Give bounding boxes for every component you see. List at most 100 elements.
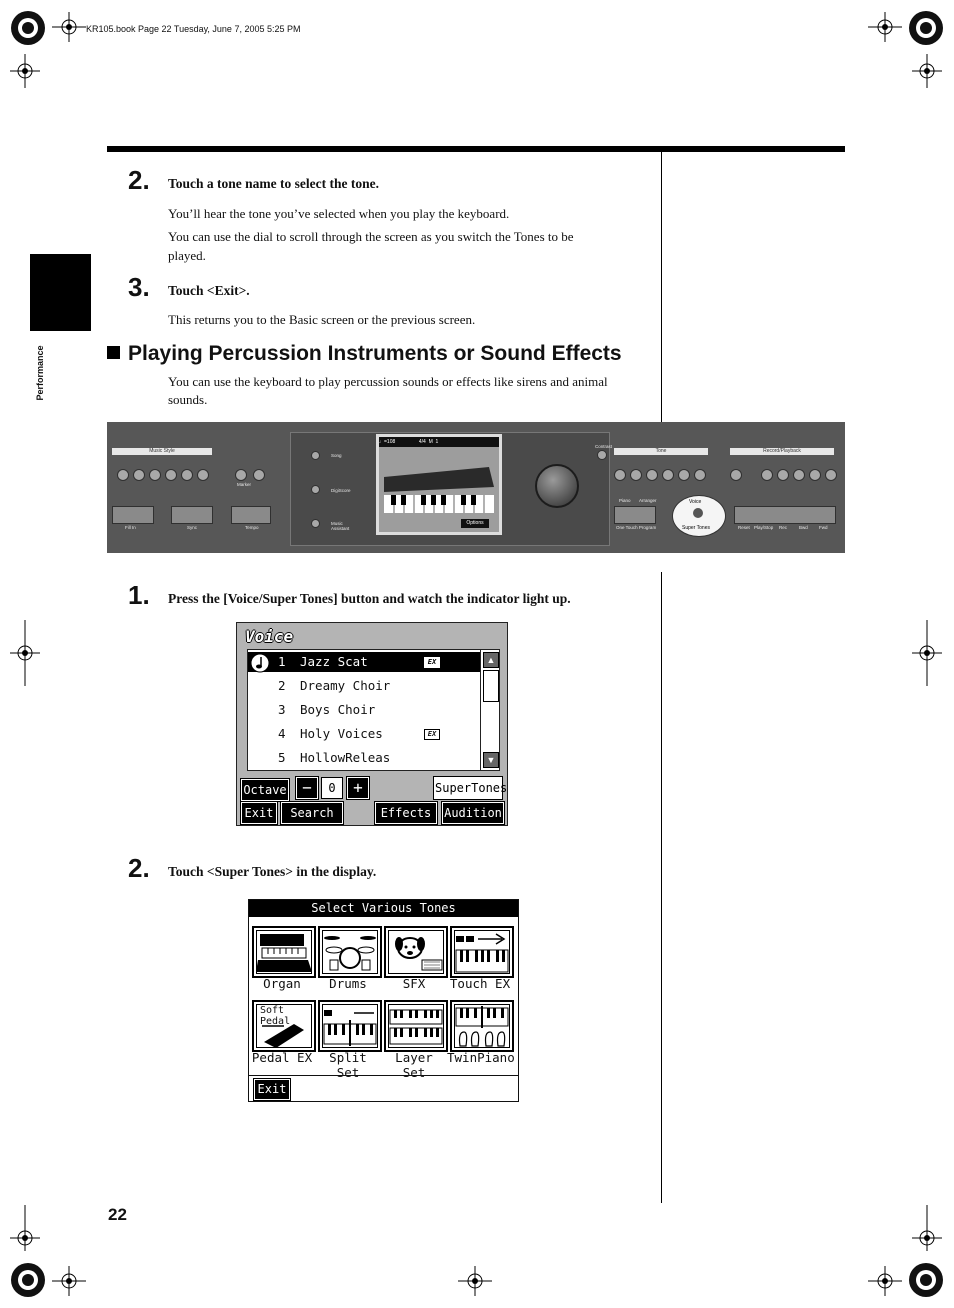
column-divider (661, 572, 662, 1203)
twin-piano-icon (455, 1006, 509, 1047)
section-intro: sounds. (168, 392, 208, 407)
tile-label: TwinPiano (447, 1050, 515, 1065)
layer-set-tile[interactable] (384, 1000, 448, 1052)
item-name: Jazz Scat (300, 654, 368, 669)
panel-button (165, 469, 177, 481)
crosshair-icon (52, 1266, 86, 1296)
layer-keyboard-icon (389, 1009, 443, 1045)
voice-scrollbar[interactable]: ▲ ▼ (480, 649, 500, 771)
crosshair-icon (912, 54, 942, 88)
panel-button (614, 469, 626, 481)
tone-strip: Tone (614, 448, 708, 455)
voice-title: Voice (245, 627, 294, 646)
item-number: 5 (278, 750, 286, 765)
dial-knob (535, 464, 579, 508)
split-set-tile[interactable] (318, 1000, 382, 1052)
crosshair-icon (10, 1205, 40, 1251)
touch-ex-tile[interactable] (450, 926, 514, 978)
step-text: You’ll hear the tone you’ve selected whe… (168, 206, 510, 221)
crosshair-icon (868, 1266, 902, 1296)
pedal-ex-tile[interactable]: Soft Pedal (252, 1000, 316, 1052)
panel-button (662, 469, 674, 481)
keyboard-icon (455, 933, 509, 973)
audition-button[interactable]: Audition (441, 801, 505, 825)
tile-label: Drums (329, 976, 367, 991)
item-number: 4 (278, 726, 286, 741)
tile-label: Organ (263, 976, 301, 991)
step-text: This returns you to the Basic screen or … (168, 312, 476, 327)
pedal-icon (262, 1024, 304, 1048)
super-tones-label: Super Tones (682, 525, 710, 531)
step-text: You can use the dial to scroll through t… (168, 229, 574, 244)
item-number: 3 (278, 702, 286, 717)
panel-button (678, 469, 690, 481)
music-style-strip: Music Style (112, 448, 212, 455)
super-tones-screen: Select Various Tones Organ Drums SFX Tou… (248, 899, 519, 1102)
item-name: HollowReleas (300, 750, 391, 765)
chapter-tab (30, 254, 91, 331)
tile-label: Split Set (329, 1050, 367, 1080)
voice-screen: Voice 1 Jazz Scat EX 2 Dreamy Choir 3 Bo… (236, 622, 508, 826)
split-keyboard-icon (323, 1010, 377, 1046)
exit-button[interactable]: Exit (240, 801, 278, 825)
list-item[interactable]: 4 Holy Voices EX (248, 724, 480, 744)
panel-button (825, 469, 837, 481)
ex-badge: EX (424, 657, 440, 668)
scroll-thumb[interactable] (483, 670, 499, 702)
step-text: played. (168, 248, 206, 263)
registration-mark-icon (909, 11, 943, 45)
twin-piano-tile[interactable] (450, 1000, 514, 1052)
item-name: Boys Choir (300, 702, 376, 717)
section-heading: Playing Percussion Instruments or Sound … (107, 342, 622, 366)
panel-button (311, 519, 320, 528)
octave-label: Octave (240, 778, 290, 802)
exit-bar: Exit (249, 1075, 518, 1102)
panel-button (597, 450, 607, 460)
voice-super-tones-button: Voice Super Tones (672, 495, 726, 537)
step-title: Press the [Voice/Super Tones] button and… (168, 591, 571, 606)
panel-button (630, 469, 642, 481)
arranger-label: Arranger (639, 498, 657, 503)
tile-label: Touch EX (449, 976, 511, 991)
step-number: 3. (128, 272, 150, 302)
music-assistant-label: Music Assistant (331, 521, 350, 531)
crosshair-icon (912, 620, 942, 686)
octave-plus-button[interactable]: + (346, 776, 370, 800)
item-number: 2 (278, 678, 286, 693)
section-intro: You can use the keyboard to play percuss… (168, 374, 608, 389)
registration-mark-icon (11, 11, 45, 45)
list-item[interactable]: 3 Boys Choir (248, 700, 480, 720)
panel-button (149, 469, 161, 481)
search-button[interactable]: Search (280, 801, 344, 825)
registration-mark-icon (909, 1263, 943, 1297)
crosshair-icon (458, 1266, 492, 1296)
octave-minus-button[interactable]: − (295, 776, 319, 800)
panel-button (793, 469, 805, 481)
sfx-tile[interactable] (384, 926, 448, 978)
organ-tile[interactable] (252, 926, 316, 978)
top-rule (107, 146, 845, 152)
panel-button (112, 506, 154, 524)
drums-icon (324, 936, 376, 971)
scroll-up-icon[interactable]: ▲ (483, 652, 499, 668)
super-tones-button[interactable]: SuperTones (433, 776, 507, 800)
panel-button (253, 469, 265, 481)
list-item[interactable]: 1 Jazz Scat EX (248, 652, 480, 673)
song-label: Song (331, 453, 342, 458)
record-playback-strip: Record/Playback (730, 448, 834, 455)
drums-tile[interactable] (318, 926, 382, 978)
voice-label: Voice (689, 499, 702, 505)
exit-button[interactable]: Exit (253, 1078, 291, 1101)
tile-label: Layer Set (395, 1050, 433, 1080)
transport-reset: Reset (738, 525, 750, 530)
soft-pedal-label: Soft Pedal (260, 1005, 291, 1027)
panel-button (133, 469, 145, 481)
ex-badge: EX (424, 729, 440, 740)
effects-button[interactable]: Effects (374, 801, 438, 825)
one-touch-label: One Touch Program (616, 525, 657, 530)
list-item[interactable]: 5 HollowReleas (248, 748, 480, 768)
contrast-label: Contrast (595, 444, 613, 449)
page-number: 22 (108, 1205, 127, 1224)
scroll-down-icon[interactable]: ▼ (483, 752, 499, 768)
list-item[interactable]: 2 Dreamy Choir (248, 676, 480, 696)
